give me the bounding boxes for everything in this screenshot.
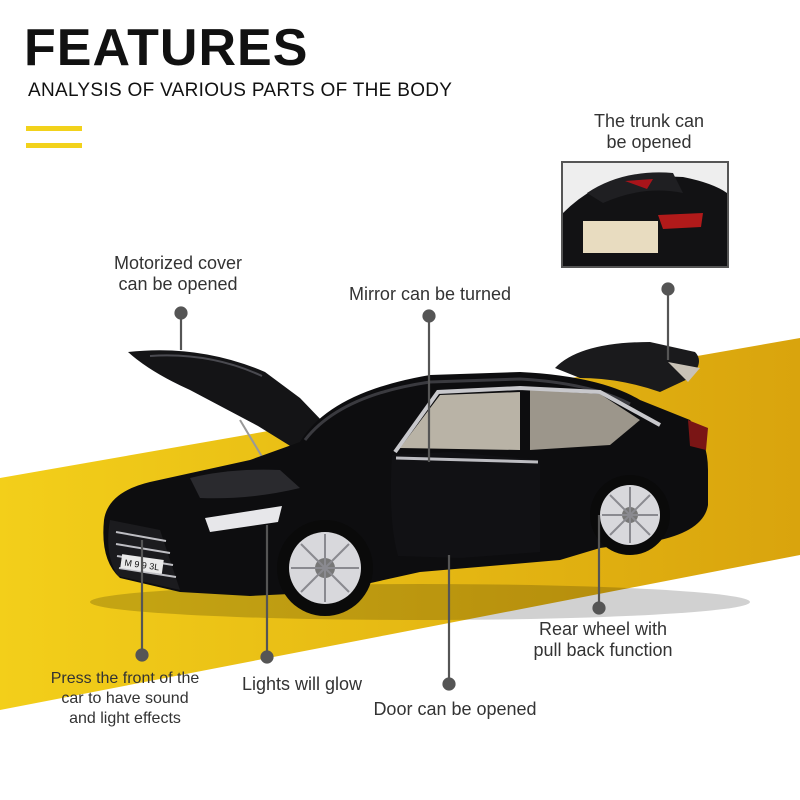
cover-callout-line-1: Motorized cover xyxy=(113,253,243,273)
trunk-marker-dot xyxy=(661,282,675,296)
door-callout: Door can be opened xyxy=(373,699,537,719)
front-callout-line-2: car to have sound xyxy=(61,690,189,707)
mirror-callout: Mirror can be turned xyxy=(348,284,512,304)
cover-marker-dot xyxy=(174,306,188,320)
front-callout-line-3: and light effects xyxy=(69,710,181,727)
trunk-inset-photo xyxy=(561,161,729,268)
rear-wheel-marker-dot xyxy=(592,601,606,615)
rear-wheel-callout-line-1: Rear wheel with xyxy=(538,619,668,639)
front-marker-dot xyxy=(135,648,149,662)
cover-callout-line-2: can be opened xyxy=(118,274,238,294)
trunk-inset-illustration xyxy=(563,163,727,266)
decorative-line-top xyxy=(26,126,82,131)
cover-callout: Motorized cover can be opened xyxy=(90,253,266,295)
rear-wheel-callout-line-2: pull back function xyxy=(533,640,673,660)
lights-callout: Lights will glow xyxy=(241,674,363,694)
page-title: FEATURES xyxy=(24,19,309,77)
mirror-marker-dot xyxy=(422,309,436,323)
decorative-line-bottom xyxy=(26,143,82,148)
front-callout-line-1: Press the front of the xyxy=(50,670,200,687)
trunk-callout: The trunk can be opened xyxy=(560,111,738,153)
lights-marker-dot xyxy=(260,650,274,664)
page-subtitle: ANALYSIS OF VARIOUS PARTS OF THE BODY xyxy=(28,80,453,101)
rear-wheel-callout: Rear wheel with pull back function xyxy=(508,619,698,661)
front-callout: Press the front of the car to have sound… xyxy=(30,669,220,729)
trunk-callout-line-1: The trunk can xyxy=(593,111,705,131)
door-marker-dot xyxy=(442,677,456,691)
trunk-callout-line-2: be opened xyxy=(606,132,692,152)
